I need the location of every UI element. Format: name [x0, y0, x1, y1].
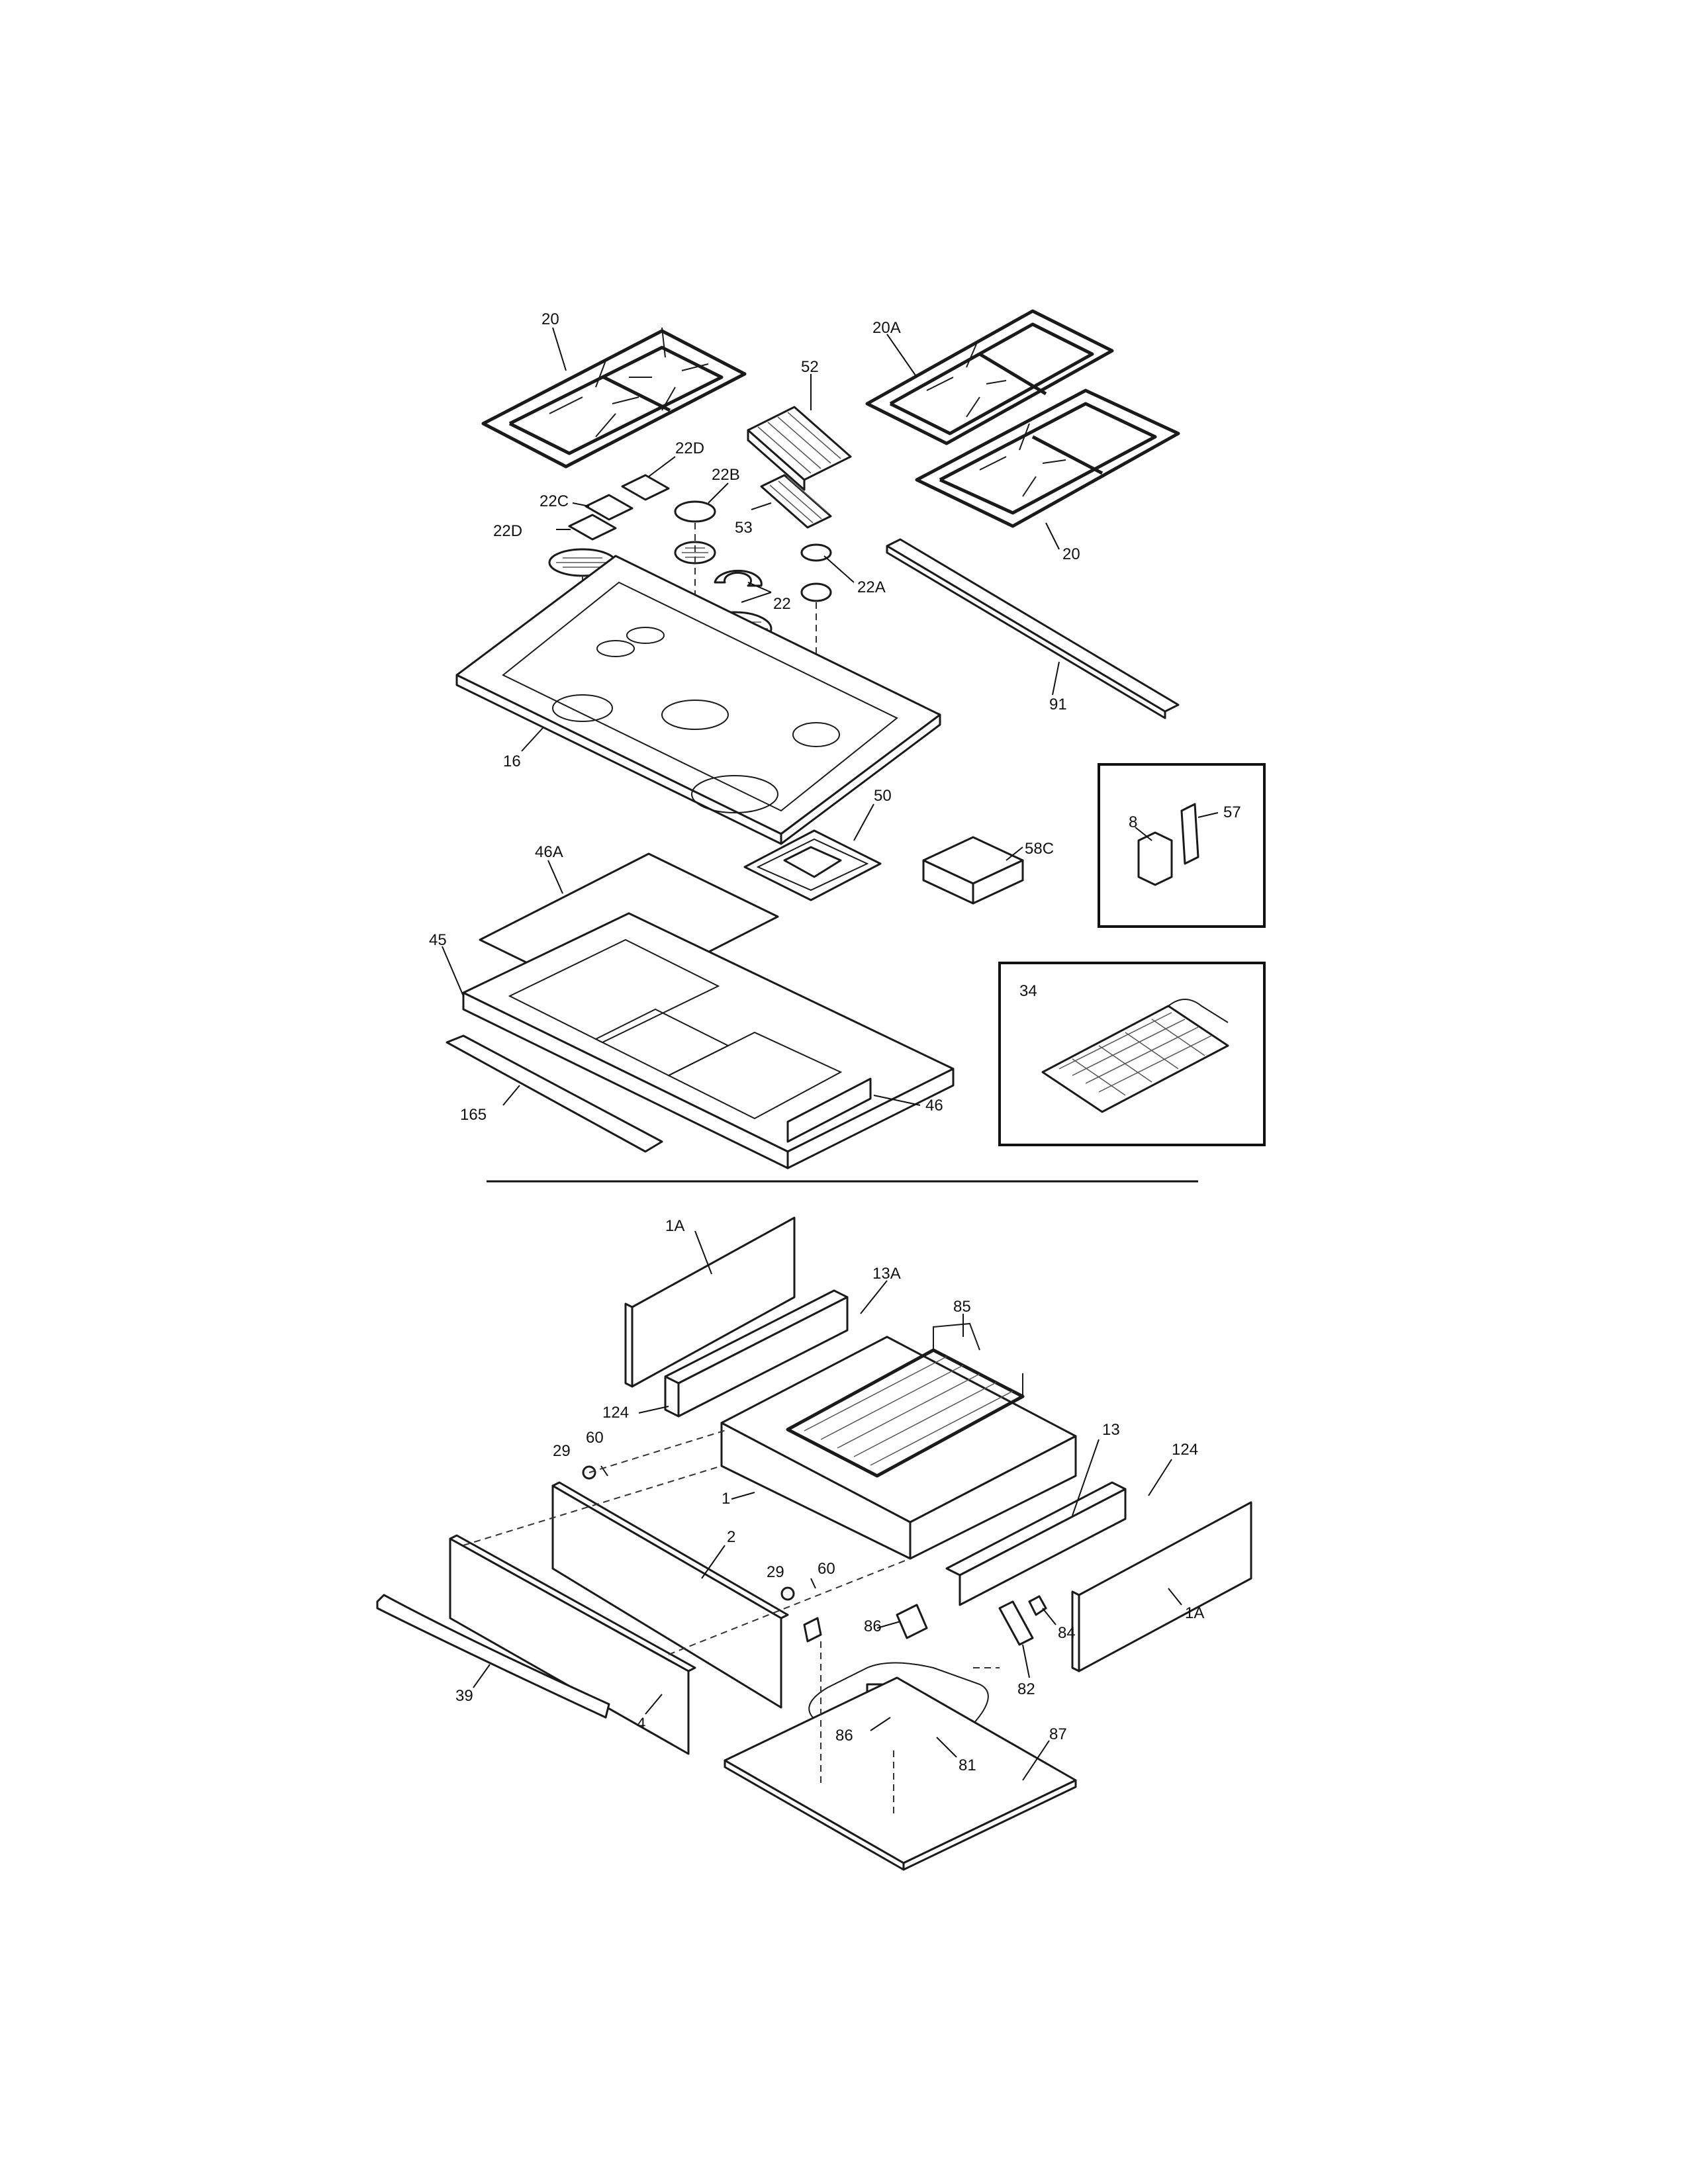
label-60-right: 60: [818, 1560, 835, 1578]
label-85: 85: [953, 1298, 971, 1316]
label-57: 57: [1223, 803, 1241, 821]
label-22: 22: [773, 595, 791, 613]
label-124-right: 124: [1172, 1441, 1198, 1459]
label-50: 50: [874, 787, 892, 805]
label-58C: 58C: [1025, 840, 1054, 858]
alignment-lines-drawer: [463, 1429, 1000, 1813]
label-22A: 22A: [857, 578, 886, 596]
grate-left-part-20: [481, 327, 747, 469]
grate-right-front-part-20: [915, 388, 1180, 528]
label-22D-top: 22D: [675, 439, 704, 457]
burner-box-part-50: [743, 829, 882, 901]
label-87: 87: [1049, 1725, 1067, 1743]
grate-right-back-part-20A: [865, 309, 1114, 445]
label-86-top: 86: [864, 1617, 882, 1635]
label-124-left: 124: [602, 1404, 629, 1422]
handle-part-39: [376, 1594, 610, 1719]
label-29-right: 29: [767, 1563, 784, 1581]
drawer-body-part-1: [720, 1336, 1077, 1560]
burner-caps-22C-22D: [568, 474, 670, 541]
label-22B: 22B: [712, 466, 740, 484]
drawer-front-panel-part-4: [449, 1534, 696, 1755]
label-165: 165: [460, 1106, 487, 1124]
trim-strip-part-91: [886, 538, 1180, 719]
burner-box-assembly-45-46-46A-165: [445, 852, 955, 1169]
label-81: 81: [959, 1756, 976, 1774]
label-39: 39: [455, 1687, 473, 1705]
label-20-right: 20: [1062, 545, 1080, 563]
side-panel-left-part-1A: [624, 1216, 796, 1388]
label-86-bottom: 86: [835, 1727, 853, 1745]
label-22C: 22C: [539, 492, 569, 510]
label-45: 45: [429, 931, 447, 949]
label-53: 53: [735, 519, 753, 537]
label-16: 16: [503, 752, 521, 770]
label-20: 20: [541, 310, 559, 328]
fasteners-29-60: [582, 1465, 816, 1601]
leader-lines: [442, 327, 1219, 1781]
label-1A-bottom: 1A: [1185, 1604, 1204, 1622]
block-part-58C: [922, 836, 1024, 905]
label-91: 91: [1049, 696, 1067, 713]
part-labels: 20 20A 52 20 22D 22B 22C 53 22D 22 22A 9…: [429, 310, 1241, 1774]
label-60-left: 60: [586, 1429, 604, 1447]
label-29-left: 29: [553, 1442, 571, 1460]
label-13: 13: [1102, 1421, 1120, 1439]
label-1: 1: [722, 1490, 730, 1508]
label-20A: 20A: [872, 319, 901, 337]
label-84: 84: [1058, 1624, 1076, 1642]
label-46: 46: [925, 1097, 943, 1115]
insert-part-53: [760, 474, 832, 529]
griddle-part-52: [747, 406, 852, 491]
label-46A: 46A: [535, 843, 563, 861]
label-52: 52: [801, 358, 819, 376]
side-panel-right-part-1A: [1071, 1501, 1252, 1672]
inset-box-part-34: [998, 962, 1266, 1146]
cooktop-part-16: [455, 555, 941, 845]
rack-part-85: [786, 1322, 1025, 1478]
label-1A-top: 1A: [665, 1217, 684, 1235]
label-34: 34: [1019, 982, 1037, 1000]
label-13A: 13A: [872, 1265, 901, 1283]
label-82: 82: [1017, 1680, 1035, 1698]
slide-right-part-13: [945, 1481, 1127, 1606]
bottom-panel-part-87: [724, 1676, 1077, 1871]
label-4: 4: [637, 1715, 645, 1733]
label-22D-left: 22D: [493, 522, 522, 540]
label-8: 8: [1129, 813, 1137, 831]
inset-box-parts-8-57: [1098, 763, 1266, 928]
label-2: 2: [727, 1528, 735, 1546]
